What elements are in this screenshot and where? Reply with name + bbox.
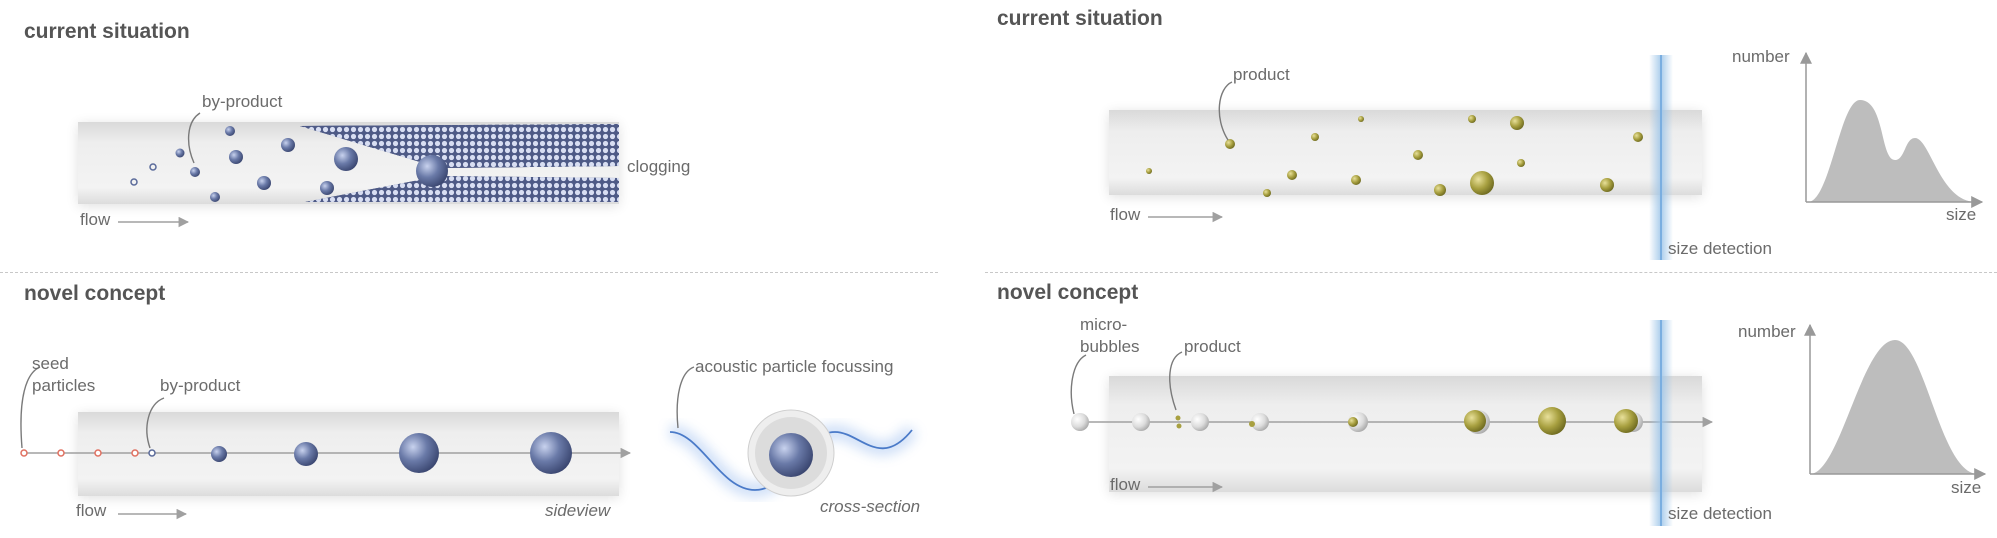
left-novel-channel [78,412,619,498]
product-leader [1218,81,1233,141]
left-novel-byproduct-label: by-product [160,376,241,395]
byproduct-leader [187,112,201,164]
clogging-label: clogging [627,157,691,176]
right-novel-flow-label: flow [1110,475,1141,494]
right-novel-x-axis-label: size [1951,478,1982,497]
growing-particles [211,432,572,474]
right-novel-product-leader [1169,351,1183,411]
microbubbles-and-products [1071,407,1643,435]
right-current-product-label: product [1233,65,1290,84]
left-current-flow-label: flow [80,210,111,229]
right-novel-product-label: product [1184,337,1241,356]
acoustic-cross-section [668,409,918,498]
left-current-heading: current situation [24,20,190,43]
clog-top [300,124,619,168]
seed-leader [20,366,41,449]
right-current-x-axis-label: size [1946,205,1977,224]
right-current-y-axis-label: number [1732,47,1790,66]
clog-bottom [305,176,619,202]
left-current-particles [130,126,448,202]
right-novel-channel [1109,376,1702,494]
sideview-label: sideview [545,501,611,520]
right-current-size-detection-label: size detection [1668,239,1772,258]
microbubbles-leader [1070,354,1087,415]
acoustic-leader [676,366,695,429]
right-current-heading: current situation [997,7,1163,30]
right-novel-heading: novel concept [997,281,1139,304]
product-particles [1146,115,1643,197]
right-novel-y-axis-label: number [1738,322,1796,341]
left-divider [0,272,938,273]
seed-particles [20,449,156,457]
cross-section-label: cross-section [820,497,921,516]
acoustic-label: acoustic particle focussing [695,357,894,376]
microbubbles-label-line2: bubbles [1080,337,1140,356]
right-current-flow-label: flow [1110,205,1141,224]
left-novel-byproduct-leader [146,397,165,449]
seed-label-line2: particles [32,376,96,395]
right-divider [985,272,1997,273]
microbubbles-label-line1: micro- [1080,315,1128,334]
right-novel-size-detection-label: size detection [1668,504,1772,523]
left-novel-heading: novel concept [24,282,166,305]
left-novel-flow-label: flow [76,501,107,520]
distribution-chart-top [1800,51,1984,208]
distribution-chart-bottom [1804,323,1987,480]
seed-label-line1: seed [32,354,69,373]
left-current-byproduct-label: by-product [202,92,283,111]
